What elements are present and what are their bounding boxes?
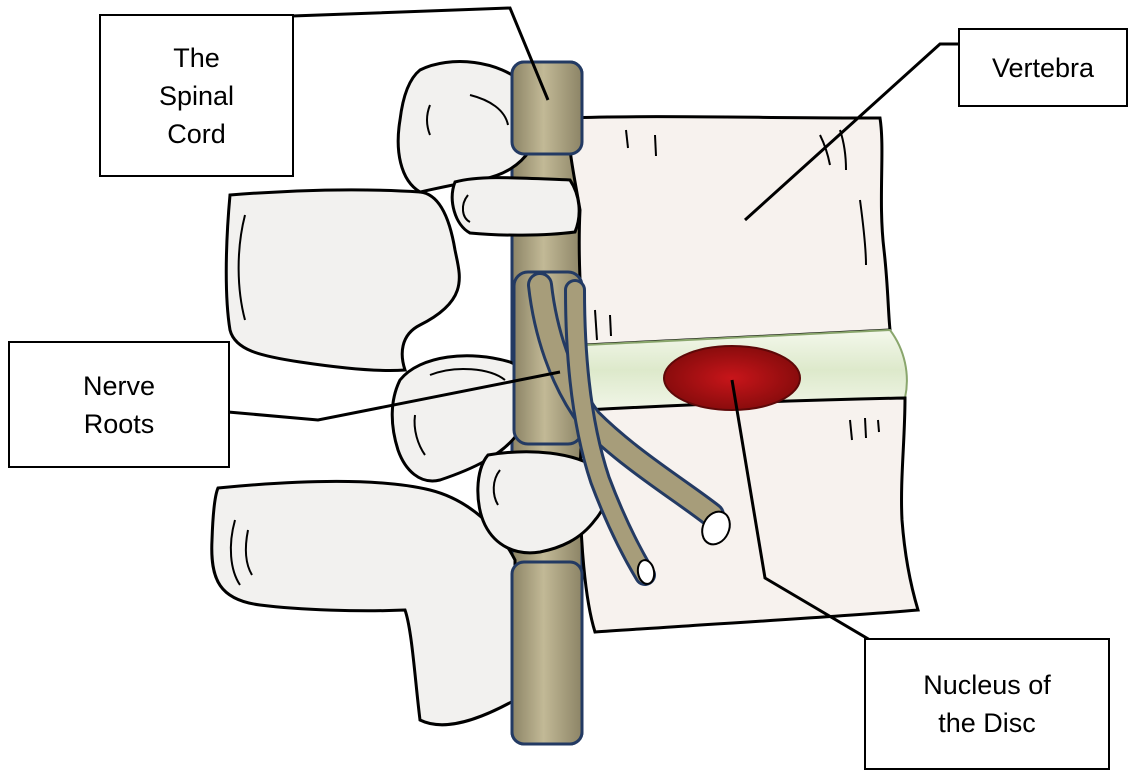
nucleus-label-text: Nucleus of the Disc: [923, 666, 1051, 742]
vertebra-label-text: Vertebra: [992, 49, 1094, 87]
vertebra-label: Vertebra: [958, 28, 1128, 107]
lower-transverse-process: [212, 482, 515, 725]
lower-body-mark-2: [865, 418, 866, 438]
nerve-roots-label-text: Nerve Roots: [83, 367, 155, 443]
upper-vertebral-body: [568, 117, 890, 345]
pedicle: [452, 178, 579, 236]
spinal-cord-lower-segment: [512, 562, 582, 744]
lower-vertebral-body: [580, 398, 918, 632]
spinal-cord-upper-segment: [512, 62, 582, 154]
upper-transverse-process: [226, 190, 459, 371]
body-mark-2: [655, 135, 656, 156]
disc-nucleus: [664, 346, 800, 410]
spinal-cord-label-text: The Spinal Cord: [159, 39, 234, 153]
spinal-cord-label: The Spinal Cord: [99, 14, 294, 177]
nucleus-label: Nucleus of the Disc: [864, 638, 1110, 770]
body-mark-7: [610, 315, 611, 336]
lower-body-mark-3: [878, 420, 879, 432]
nerve-roots-label: Nerve Roots: [8, 341, 230, 468]
